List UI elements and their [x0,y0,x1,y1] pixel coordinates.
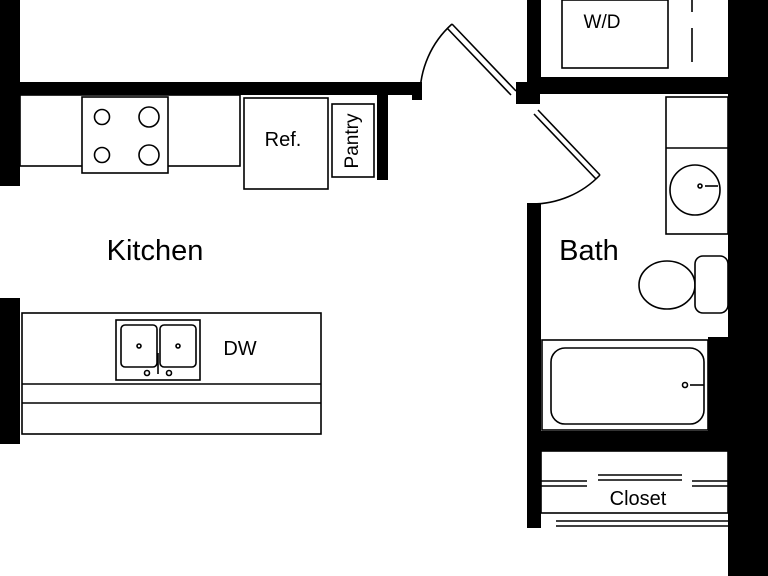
washer-dryer-label: W/D [584,12,621,33]
dishwasher-label: DW [223,338,256,360]
sink-basin-icon [669,164,721,216]
vanity [665,96,729,235]
laundry-left-wall [527,0,541,82]
pantry-label: Pantry [342,113,363,168]
left-wall-middle [0,298,20,444]
closet-label: Closet [610,488,667,510]
kitchen-top-wall [18,82,418,95]
bath-left-wall [527,203,541,528]
left-wall-upper [0,0,20,186]
bath-closet-wall [539,431,730,451]
tub-wall-block [708,337,730,433]
refrigerator-label: Ref. [265,129,302,151]
pantry-wall [377,92,388,180]
bath-label: Bath [559,235,619,267]
kitchen-top-wall-end [412,82,422,100]
kitchen-island [21,312,322,435]
refrigerator: Ref. [243,97,329,190]
toilet-icon [638,255,729,314]
pantry: Pantry [331,103,375,178]
bathtub-icon [541,339,709,431]
door-jamb-upper [516,82,540,104]
kitchen-label: Kitchen [107,235,204,267]
right-wall [728,0,768,576]
double-sink-icon [115,319,201,381]
cooktop-icon [81,96,169,174]
washer-dryer: W/D [561,0,693,69]
bath-door [530,109,601,205]
closet [540,450,729,527]
laundry-bottom-wall [527,77,730,94]
laundry-door [419,23,517,98]
